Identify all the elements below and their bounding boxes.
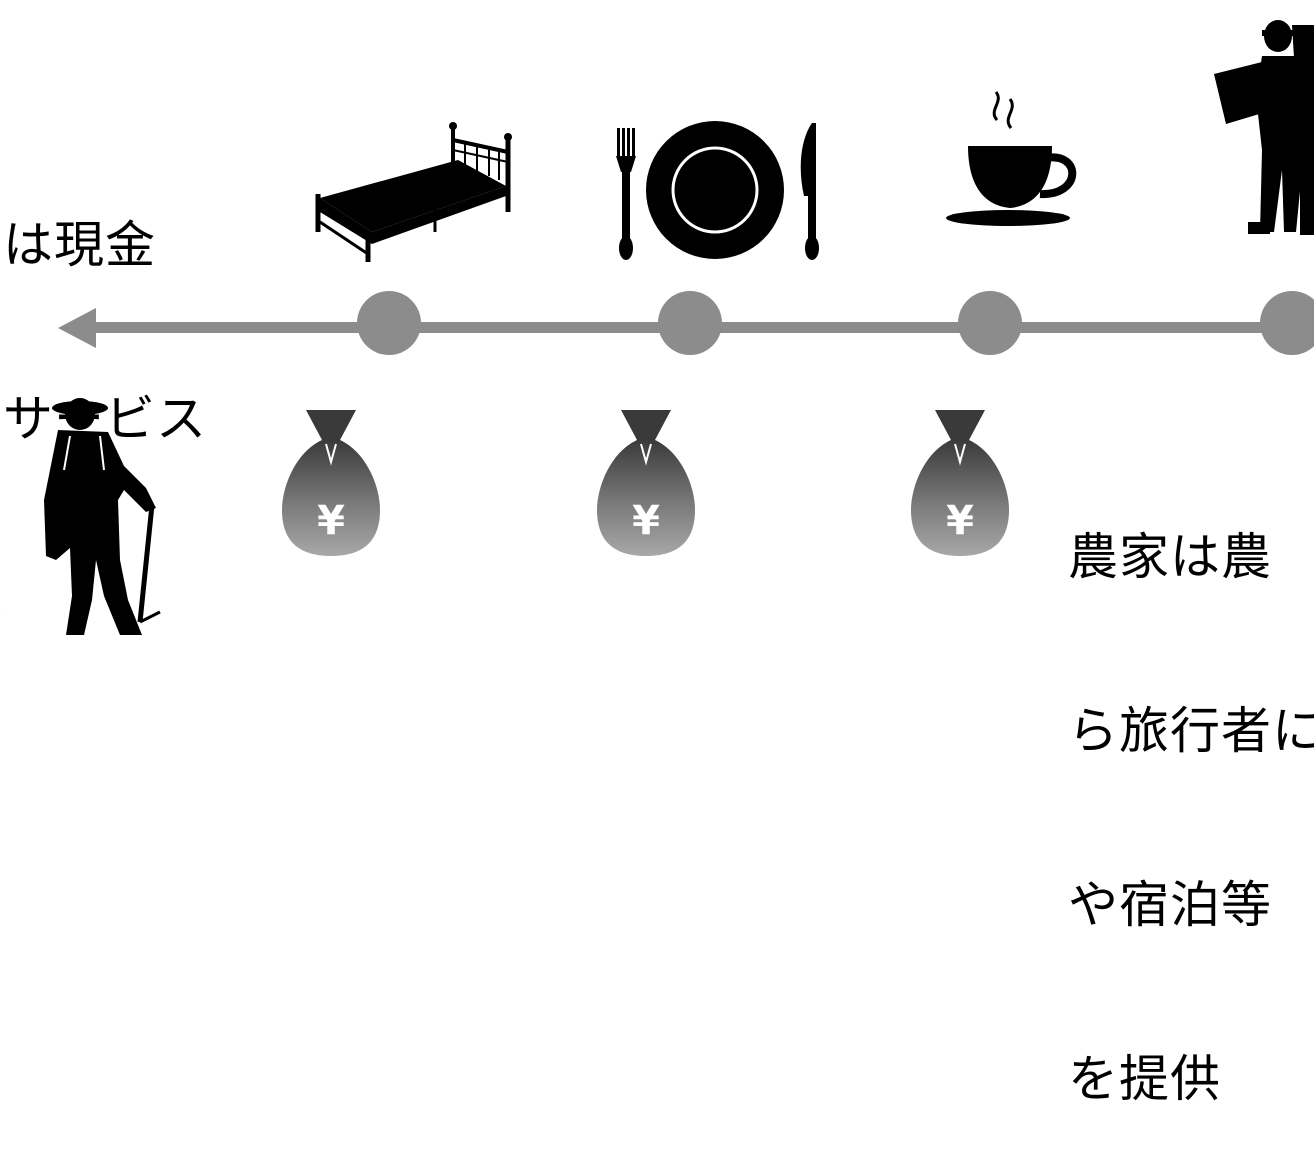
farmer-description-line-1: 農家は農 [1068,528,1314,586]
traveler-description-line-1: 者は現金 [0,216,207,274]
fork-plate-knife-icon [616,121,819,260]
farmer-description: 農家は農 ら旅行者に や宿泊等 を提供 [1068,412,1314,1166]
timeline-node-3 [958,291,1022,355]
bed-icon [318,122,512,262]
farmer-description-line-3: や宿泊等 [1068,876,1314,934]
coffee-cup-icon [946,92,1072,226]
yen-symbol-2: ¥ [632,498,660,544]
traveler-description-line-2: のサービス [0,390,207,448]
timeline-node-1 [357,291,421,355]
timeline-node-4 [1260,291,1314,355]
traveler-silhouette-icon [1214,20,1314,235]
timeline-node-2 [658,291,722,355]
farmer-description-line-4: を提供 [1068,1050,1314,1108]
traveler-description: 者は現金 のサービス 入 [0,100,207,680]
yen-symbol-3: ¥ [946,498,974,544]
farmer-description-line-2: ら旅行者に [1068,702,1314,760]
yen-symbol-1: ¥ [317,498,345,544]
traveler-description-line-3: 入 [0,564,207,622]
